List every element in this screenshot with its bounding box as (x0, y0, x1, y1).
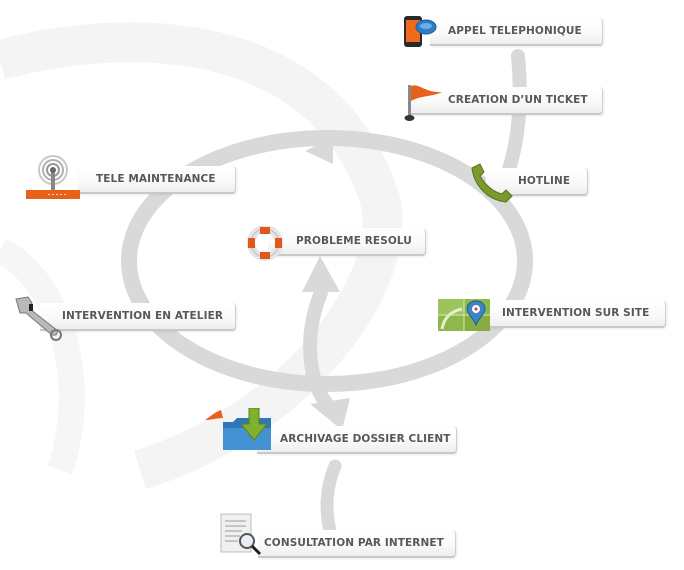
arrowhead-down (310, 398, 350, 430)
connector-resolu-archivage (303, 287, 336, 413)
folder-download-icon (205, 408, 277, 454)
decorative-swoosh (0, 22, 403, 490)
node-label: CREATION D’UN TICKET (410, 87, 603, 115)
node-label: TELE MAINTENANCE (78, 166, 236, 194)
wrench-icon (14, 295, 66, 341)
cycle-arrowhead (305, 138, 333, 164)
wireless-router-icon (26, 154, 82, 204)
cycle-ring (121, 130, 533, 392)
flag-icon (402, 83, 448, 123)
node-label: INTERVENTION EN ATELIER (40, 303, 236, 331)
decorative-swoosh (0, 238, 85, 475)
node-label: CONSULTATION PAR INTERNET (258, 530, 456, 558)
node-label: APPEL TELEPHONIQUE (430, 18, 603, 46)
phone-handset-icon (468, 162, 514, 204)
node-label: HOTLINE (486, 168, 588, 196)
map-pin-icon (438, 299, 490, 333)
smartphone-icon (402, 15, 438, 51)
arrowhead-up (302, 256, 340, 292)
document-search-icon (220, 513, 266, 557)
connector-archivage-consultation (320, 459, 342, 545)
node-label: ARCHIVAGE DOSSIER CLIENT (257, 426, 457, 454)
lifebuoy-icon (246, 226, 286, 262)
node-label: PROBLEME RESOLU (268, 228, 426, 256)
node-label: INTERVENTION SUR SITE (484, 300, 666, 328)
